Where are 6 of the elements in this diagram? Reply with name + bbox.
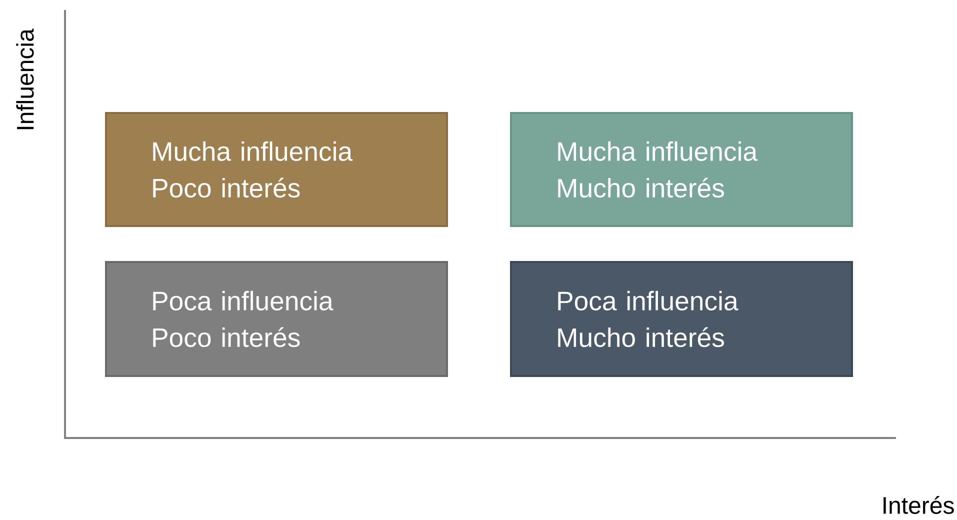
axis-label: Influencia [16,28,34,130]
axis-label: Interés [884,496,954,514]
quadrant-box: Mucha influencia Mucho interés [510,112,853,227]
quadrant-box: Poca influencia Mucho interés [510,261,853,377]
quadrant-box: Mucha influencia Poco interés [105,112,448,227]
quadrant-box: Poca influencia Poco interés [105,261,448,377]
